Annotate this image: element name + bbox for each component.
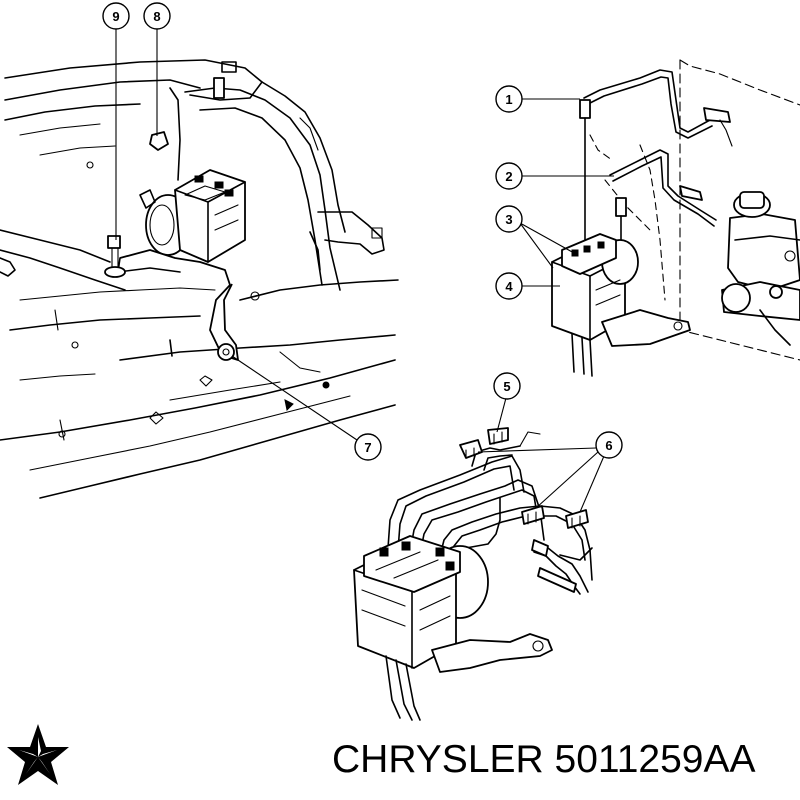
part-caption: CHRYSLER 5011259AA (332, 738, 756, 782)
callout-4: 4 (495, 272, 523, 300)
callout-6-label: 6 (605, 438, 612, 453)
part-number: 5011259AA (554, 738, 756, 781)
callout-7: 7 (354, 433, 382, 461)
callout-5: 5 (493, 372, 521, 400)
callouts: 9 8 7 1 2 3 (102, 2, 623, 513)
callout-8: 8 (143, 2, 171, 30)
master-cylinder-view (551, 59, 800, 377)
callout-8-label: 8 (153, 9, 160, 24)
callout-1: 1 (495, 85, 523, 113)
callout-5-label: 5 (503, 379, 510, 394)
callout-4-label: 4 (505, 279, 513, 294)
callout-3-label: 3 (505, 212, 512, 227)
pentastar-logo-icon (7, 724, 69, 785)
callout-2-label: 2 (505, 169, 512, 184)
callout-1-label: 1 (505, 92, 512, 107)
brand-name: CHRYSLER (332, 738, 544, 781)
callout-9: 9 (102, 2, 130, 30)
callout-3: 3 (495, 205, 523, 233)
callout-9-label: 9 (112, 9, 119, 24)
abs-modulator-detail (353, 427, 593, 721)
callout-2: 2 (495, 162, 523, 190)
abs-modulator-installed (104, 131, 246, 361)
vehicle-body-view (0, 59, 399, 499)
callout-7-label: 7 (364, 440, 371, 455)
callout-6: 6 (595, 431, 623, 459)
